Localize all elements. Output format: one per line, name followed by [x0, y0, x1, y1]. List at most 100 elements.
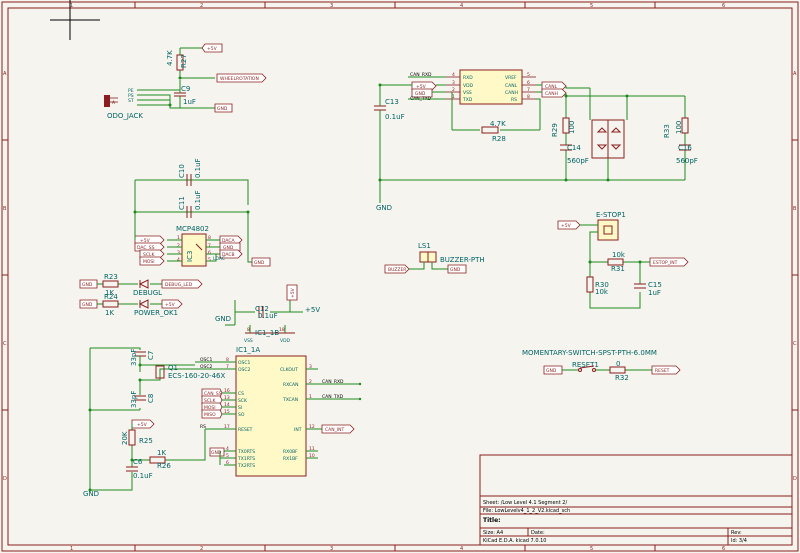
mcu-pnum-10: 10: [309, 453, 315, 459]
odo-section: A PE PS ST ODO_JACK R27 4.7K +5V WHEELRO…: [104, 43, 267, 120]
rts-gnd-label-text: GND: [211, 450, 222, 456]
r27-resistor[interactable]: [176, 54, 184, 71]
can-pin-rxd: RXD: [463, 75, 473, 81]
mcp-sclk-label-text: SCLK: [143, 252, 156, 258]
vcc-label-odo[interactable]: [201, 43, 223, 53]
mcu-pin-osc1: OSC1: [238, 360, 251, 366]
r28-ref: R28: [492, 135, 506, 143]
r29-resistor[interactable]: [562, 117, 570, 134]
r25-ref: R25: [139, 437, 153, 445]
estop-int-label[interactable]: [649, 257, 689, 267]
r26-resistor[interactable]: [149, 456, 166, 464]
r25-resistor[interactable]: [128, 429, 136, 446]
crystal-q1[interactable]: [155, 365, 165, 379]
r23-ref: R23: [104, 273, 118, 281]
can-pnum-l3: 1: [452, 94, 455, 100]
c12-ref: C12: [255, 305, 269, 313]
mcp-dac-ss-label[interactable]: [134, 242, 165, 252]
estop-vcc-label[interactable]: [557, 220, 581, 230]
miso-label[interactable]: [201, 409, 223, 419]
led2-vcc-label[interactable]: [161, 299, 183, 309]
buzzer-gnd-label-text: GND: [450, 267, 461, 273]
r33-resistor[interactable]: [681, 117, 689, 134]
reset-gnd-label[interactable]: [543, 365, 563, 375]
c9-value: 1uF: [183, 98, 196, 106]
c14-value: 560pF: [567, 157, 589, 165]
odo-jack-symbol[interactable]: [104, 95, 110, 107]
mcu-pin-tx0rts: TX0RTS: [237, 449, 255, 455]
buzzer-gnd-label[interactable]: [447, 264, 467, 274]
r31-ref: R31: [611, 265, 625, 273]
c6-value: 0.1uF: [133, 472, 153, 480]
r31-resistor[interactable]: [607, 258, 624, 266]
power-ok-led[interactable]: [138, 299, 149, 309]
buzzer-label[interactable]: [384, 264, 410, 274]
reset-switch-title: MOMENTARY-SWITCH-SPST-PTH-6.0MM: [522, 349, 657, 357]
odo-jack-ref: ODO_JACK: [107, 112, 143, 120]
can-pnum-r1: 6: [527, 80, 530, 86]
mcp-mosi-label[interactable]: [139, 256, 165, 266]
r24-resistor[interactable]: [102, 300, 119, 308]
odo-jack-pin-ps: PS: [128, 93, 134, 99]
pwr-gnd-net: GND: [215, 315, 231, 323]
led1-gnd-text: GND: [82, 282, 93, 288]
canh-label[interactable]: [541, 88, 567, 98]
mcu-power-section: C12 0.1uF +5V +5V GND 8 18 IC1_1B VSS VD…: [215, 284, 320, 344]
mcp-gnd-out-label[interactable]: [251, 257, 271, 267]
frame-col-6-bottom: 6: [722, 546, 725, 552]
buzzer-section: LS1 BUZZER-PTH BUZZER GND: [384, 242, 485, 274]
c7-value: 33pF: [130, 349, 138, 366]
r33-value: 100: [675, 121, 683, 134]
pwr-vcc-net: +5V: [305, 306, 320, 314]
dacb-label[interactable]: [219, 249, 243, 259]
dacb-label-text: DACB: [222, 252, 235, 258]
can-transceiver-ic[interactable]: [459, 69, 523, 105]
debug-led-label[interactable]: [161, 279, 203, 289]
mcp-pnum-1: 1: [177, 235, 180, 241]
pwr-vdd: VDD: [280, 338, 291, 344]
mcp-pnum-4: 4: [177, 257, 180, 263]
pwr-vss: VSS: [244, 338, 253, 344]
frame-col-1: 1: [70, 3, 73, 9]
wheelrotation-label[interactable]: [216, 73, 267, 83]
reset-out-label-text: RESET: [655, 368, 670, 374]
r30-resistor[interactable]: [586, 276, 594, 293]
reset-switch[interactable]: [579, 365, 595, 369]
can-gnd-label[interactable]: [411, 88, 433, 98]
can-int-label[interactable]: [321, 424, 355, 434]
can-controller-ic[interactable]: [235, 355, 307, 477]
c13-ref: C13: [385, 98, 399, 106]
mcu-pnum-2: 2: [309, 379, 312, 385]
gnd-label-odo[interactable]: [214, 103, 233, 113]
r27-value: 4.7K: [166, 50, 174, 66]
can-net-rxd: CAN_RXD: [410, 72, 432, 78]
q1-value: ECS-160-20-46X: [168, 372, 226, 380]
r23-resistor[interactable]: [102, 280, 119, 288]
title-block-sheet: Sheet: /Low Level 4.1 Segment 2/: [483, 500, 567, 506]
r27-ref: R27: [180, 54, 188, 68]
mcu-pnum-13: 13: [224, 395, 230, 401]
mcu-pnum-5: 5: [226, 453, 229, 459]
mcu-pin-int: INT: [294, 427, 302, 433]
mcu-pin-si: SI: [238, 405, 242, 411]
r24-ref: R24: [104, 293, 118, 301]
led1-gnd-label[interactable]: [79, 279, 98, 289]
mcp-gnd-label[interactable]: [219, 242, 241, 252]
mcp-pnum-5: 5: [208, 257, 211, 263]
frame-row-b-right: B: [793, 206, 797, 212]
r32-resistor[interactable]: [609, 366, 626, 374]
mcp-dac-ss-label-text: DAC_SS: [137, 245, 155, 251]
debug-led[interactable]: [138, 279, 149, 289]
pwr-vcc-flag-text: +5V: [290, 287, 296, 298]
pwr-vcc-flag[interactable]: [286, 284, 298, 301]
led2-gnd-label[interactable]: [79, 299, 98, 309]
r28-resistor[interactable]: [481, 126, 499, 134]
odo-jack-pin-st: ST: [128, 98, 134, 104]
r32-ref: R32: [615, 374, 629, 382]
r26-value: 1K: [157, 449, 166, 457]
can-pin-canh: CANH: [505, 90, 518, 96]
mcp-pnum-2: 2: [177, 243, 180, 249]
reset-out-label[interactable]: [651, 365, 681, 375]
estop-switch[interactable]: [597, 219, 619, 241]
mcu-pnum-4: 4: [226, 446, 229, 452]
